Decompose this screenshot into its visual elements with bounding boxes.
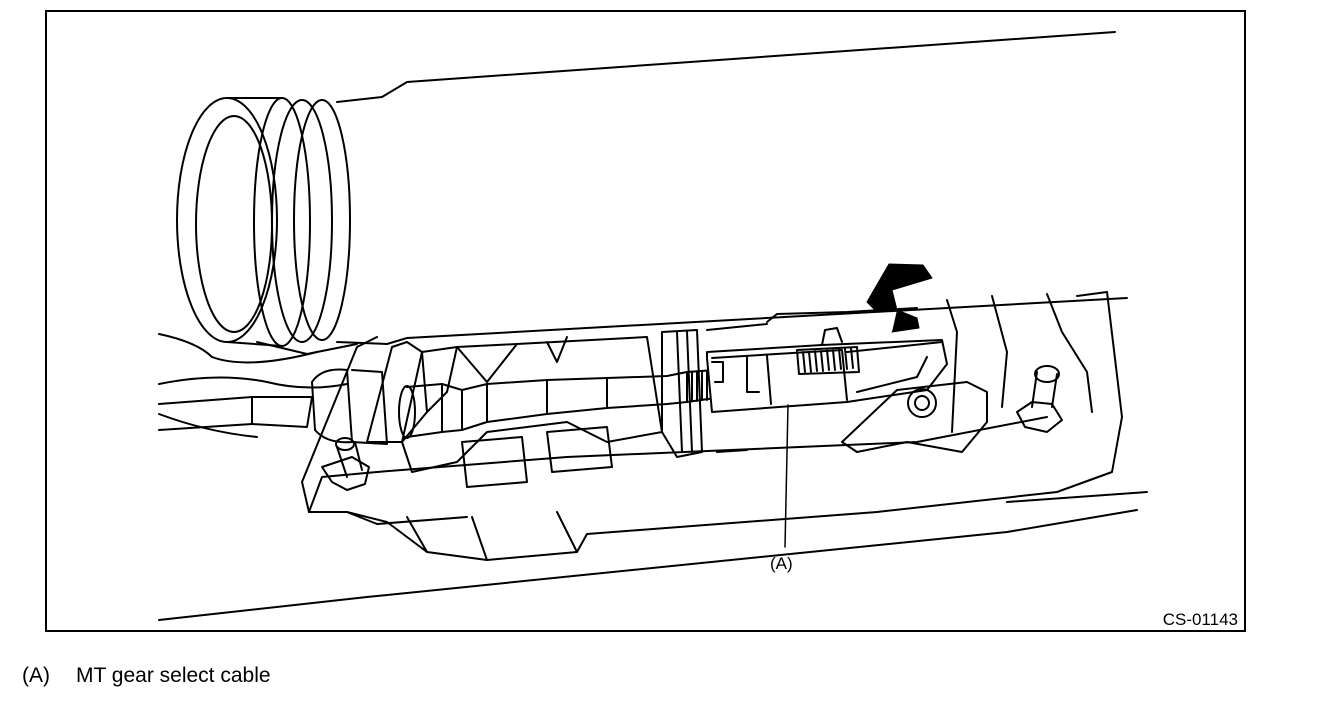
figure-frame: (A) CS-01143 xyxy=(45,10,1246,632)
callout-label-a: (A) xyxy=(770,554,793,573)
legend-description: MT gear select cable xyxy=(76,664,271,687)
right-bolt xyxy=(1016,365,1063,433)
direction-arrow-tail xyxy=(891,309,920,333)
gear-select-cable-illustration xyxy=(158,31,1148,621)
left-bolt xyxy=(321,437,370,491)
housing-plate xyxy=(301,291,1123,561)
cable-assembly xyxy=(158,368,716,445)
legend-item: (A) MT gear select cable xyxy=(22,663,271,689)
cable-clip xyxy=(706,307,948,413)
background-curves xyxy=(158,333,1148,621)
callout-leader-line xyxy=(784,404,789,548)
upper-tube xyxy=(176,31,1128,355)
figure-code: CS-01143 xyxy=(1162,610,1238,629)
linkage-arm xyxy=(841,381,988,453)
direction-arrow xyxy=(866,263,933,313)
legend-key: (A) xyxy=(22,664,50,687)
